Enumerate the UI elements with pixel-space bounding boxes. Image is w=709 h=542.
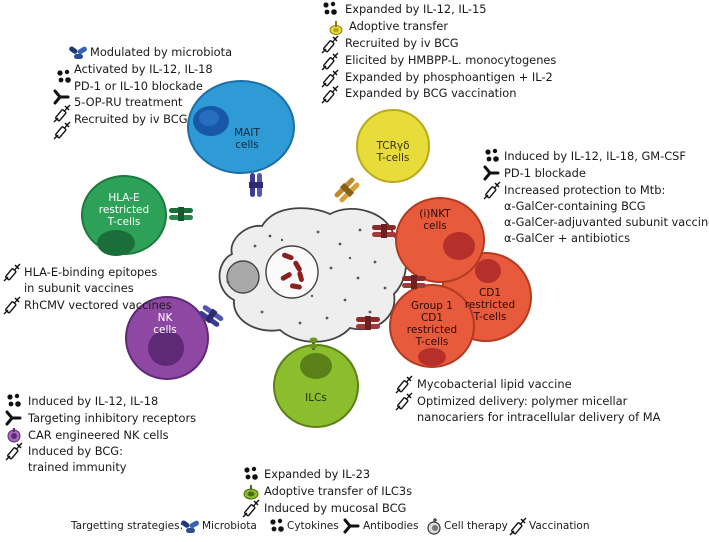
cd1-strategy-1: Mycobacterial lipid vaccine (417, 377, 572, 391)
mait-strategy-2: Activated by IL-12, IL-18 (74, 62, 213, 76)
cd1-receptor (402, 275, 426, 289)
vaccination-icon (53, 121, 71, 140)
nk-label: NK cells (153, 312, 177, 336)
cell-therapy-icon (427, 517, 441, 535)
tcr-strategy-1: Expanded by IL-12, IL-15 (345, 2, 487, 16)
vaccination-icon (395, 375, 413, 394)
mait-strategy-1: Modulated by microbiota (90, 45, 233, 59)
mait-strategy-5: Recruited by iv BCG (74, 112, 188, 126)
vaccination-icon (3, 263, 21, 282)
cytokines-icon (270, 518, 284, 532)
cytokines-icon (57, 69, 71, 83)
cytokines-icon (7, 393, 21, 407)
vaccination-icon (3, 296, 21, 315)
nkt-strategy-2: PD-1 blockade (504, 166, 586, 180)
vaccination-icon (321, 52, 339, 71)
vaccination-icon (321, 69, 339, 88)
nkt-strategy-6: α-GalCer + antibiotics (504, 231, 631, 245)
macrophage (218, 207, 407, 343)
cytokines-icon (323, 1, 337, 15)
cd1-strategy-2: Optimized delivery: polymer micellar (417, 394, 628, 408)
microbiota-icon (68, 45, 88, 59)
vaccination-icon (321, 35, 339, 54)
ilc-label: ILCs (305, 392, 327, 404)
mait-strategy-3: PD-1 or IL-10 blockade (74, 79, 203, 93)
tcr-strategy-2: Adoptive transfer (349, 19, 449, 33)
nk-cell-therapy-icon (7, 427, 21, 443)
inkt-cell (395, 197, 485, 283)
ilc-cell (273, 337, 359, 428)
tcr-gd-label: TCRγδ T-cells (376, 140, 410, 164)
vaccination-icon (53, 104, 71, 123)
ilc-strategy-1: Expanded by IL-23 (264, 467, 371, 481)
inkt-label: (i)NKT cells (419, 208, 451, 232)
tcr-receptor (334, 177, 360, 203)
antibody-icon (5, 410, 22, 426)
nkt-strategy-3: Increased protection to Mtb: (504, 183, 666, 197)
vaccination-icon (242, 499, 260, 518)
mait-receptor (249, 173, 263, 197)
tcr-strategy-3: Recruited by iv BCG (345, 36, 459, 50)
ilc-receptor (309, 337, 318, 350)
nkt-strategy-5: α-GalCer-adjuvanted subunit vaccine (504, 215, 709, 229)
antibody-icon (343, 518, 360, 534)
ilc-cell-therapy-icon (243, 484, 259, 500)
legend-cytokines: Cytokines (287, 520, 339, 532)
hla-e-cell (81, 175, 193, 256)
hla-e-strategy-1: HLA-E-binding epitopes (24, 265, 158, 279)
cd1-label: CD1 restricted T-cells (464, 287, 516, 323)
nkt-strategy-4: α-GalCer-containing BCG (504, 199, 646, 213)
legend-antibodies: Antibodies (363, 520, 419, 532)
cd1-strategy-3: nanocariers for intracellular delivery o… (417, 410, 661, 424)
mait-strategy-4: 5-OP-RU treatment (74, 95, 183, 109)
vaccination-icon (5, 442, 23, 461)
vaccination-icon (321, 85, 339, 104)
tcr-gd-cell (334, 109, 430, 203)
nk-strategy-4: Induced by BCG: (28, 444, 123, 458)
hla-e-label: HLA-E restricted T-cells (98, 192, 150, 228)
group1-cd1-cell (389, 284, 475, 368)
ilc-strategy-3: Induced by mucosal BCG (264, 501, 407, 515)
nkt-strategy-1: Induced by IL-12, IL-18, GM-CSF (504, 149, 686, 163)
antibody-icon (53, 89, 70, 105)
legend-title: Targetting strategies: (71, 520, 184, 532)
cytokines-icon (244, 466, 258, 480)
nk-strategy-1: Induced by IL-12, IL-18 (28, 394, 159, 408)
hla-e-strategy-3: RhCMV vectored vaccines (24, 298, 172, 312)
tcr-strategy-5: Expanded by phosphoantigen + IL-2 (345, 70, 553, 84)
mait-label: MAIT cells (234, 127, 260, 151)
tcr-cell-therapy-icon (329, 20, 343, 35)
legend-microbiota: Microbiota (202, 520, 257, 532)
hla-e-strategy-2: in subunit vaccines (24, 281, 134, 295)
vaccination-icon (509, 517, 527, 536)
nk-strategy-5: trained immunity (28, 460, 127, 474)
antibody-icon (483, 165, 500, 181)
cytokines-icon (485, 148, 499, 162)
nk-cell (125, 296, 224, 380)
macrophage-granules (226, 228, 387, 325)
hla-e-receptor (169, 207, 193, 221)
legend-vaccination: Vaccination (529, 520, 590, 532)
legend-cell-therapy: Cell therapy (444, 520, 508, 532)
nk-strategy-3: CAR engineered NK cells (28, 428, 169, 442)
vaccination-icon (395, 392, 413, 411)
mait-cell (187, 80, 295, 197)
group1-cd1-label: Group 1 CD1 restricted T-cells (406, 300, 458, 348)
nk-strategy-2: Targeting inhibitory receptors (28, 411, 197, 425)
ilc-strategy-2: Adoptive transfer of ILC3s (264, 484, 413, 498)
vaccination-icon (483, 181, 501, 200)
nk-receptor (198, 305, 224, 327)
tcr-strategy-6: Expanded by BCG vaccination (345, 86, 517, 100)
tcr-strategy-4: Elicited by HMBPP-L. monocytogenes (345, 53, 557, 67)
